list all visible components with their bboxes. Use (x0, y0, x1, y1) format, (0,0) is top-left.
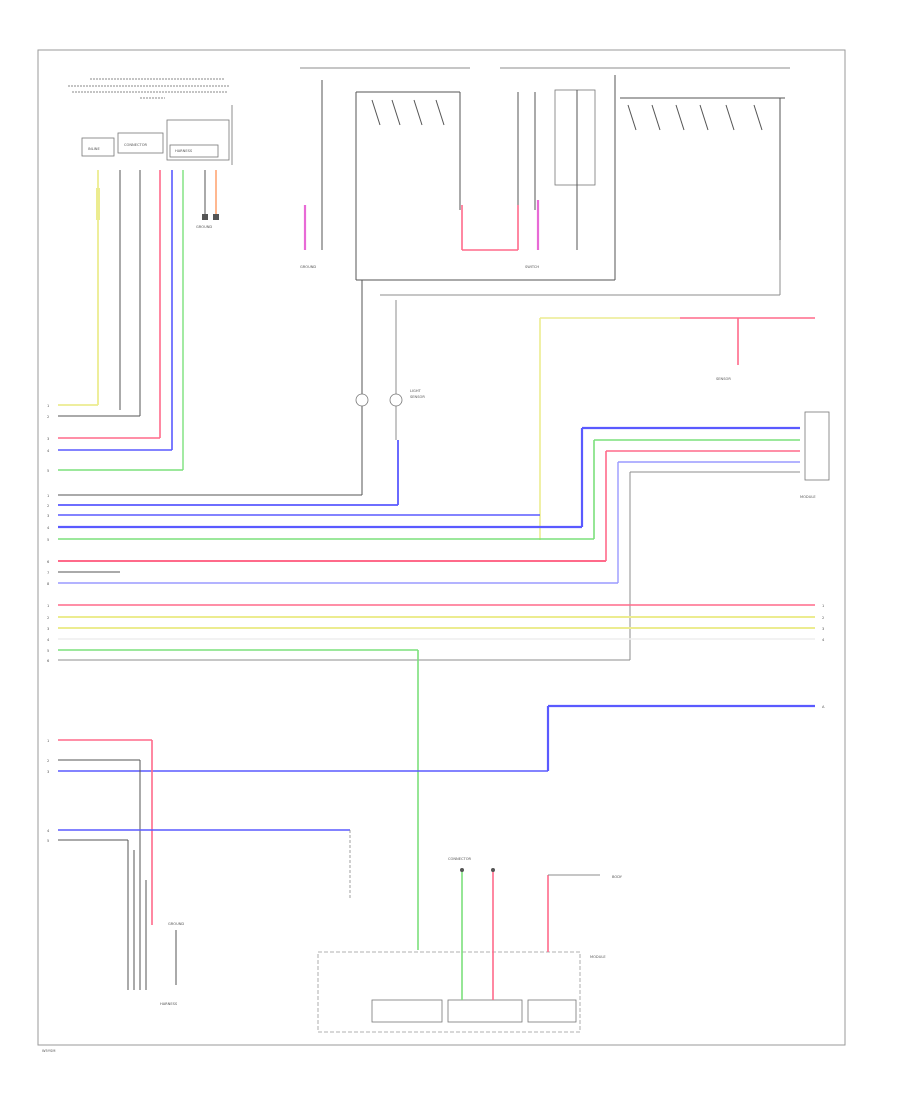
svg-text:3: 3 (47, 627, 49, 631)
svg-text:2: 2 (47, 504, 49, 508)
svg-text:4: 4 (47, 449, 50, 453)
svg-text:A: A (822, 705, 825, 709)
svg-text:SWITCH: SWITCH (525, 265, 539, 269)
svg-text:8: 8 (47, 582, 50, 586)
bottom-module: CONNECTOR MODULE BODY (317, 857, 623, 1033)
svg-text:4: 4 (47, 638, 50, 642)
svg-text:4: 4 (47, 526, 50, 530)
svg-text:1: 1 (47, 404, 49, 408)
svg-text:3: 3 (47, 514, 49, 518)
svg-text:5: 5 (47, 839, 49, 843)
lamp-and-sensor: LIGHT SENSOR (355, 280, 425, 505)
svg-text:2: 2 (822, 616, 824, 620)
center-top-colored-wires: GROUND SWITCH (300, 200, 539, 269)
left-connector-A: 1 2 3 4 5 (47, 404, 183, 473)
svg-text:CONNECTOR: CONNECTOR (124, 143, 148, 147)
svg-text:MODULE: MODULE (590, 955, 606, 959)
svg-text:SENSOR: SENSOR (410, 395, 425, 399)
center-top-switch-block (300, 67, 790, 296)
svg-text:4: 4 (822, 638, 825, 642)
svg-text:GROUND: GROUND (168, 922, 184, 926)
lower-bus-lines: 1 2 3 4 5 6 1 2 3 4 (47, 604, 825, 663)
svg-text:1: 1 (47, 604, 49, 608)
lower-left-harness: 1 2 3 4 5 GROUND HARNESS (47, 739, 351, 1006)
svg-text:2: 2 (47, 415, 49, 419)
top-left-connectors: INLINE CONNECTOR HARNESS (81, 105, 233, 165)
svg-text:2: 2 (47, 616, 49, 620)
svg-text:1: 1 (47, 739, 49, 743)
svg-text:2: 2 (47, 759, 49, 763)
svg-text:3: 3 (47, 770, 49, 774)
svg-text:3: 3 (47, 437, 49, 441)
svg-text:HARNESS: HARNESS (160, 1002, 178, 1006)
svg-text:5: 5 (47, 649, 49, 653)
top-left-vertical-wires: GROUND (96, 170, 219, 470)
svg-text:LIGHT: LIGHT (410, 389, 422, 393)
svg-text:4: 4 (47, 829, 50, 833)
right-sensor-wire: SENSOR (539, 317, 815, 540)
left-connector-B-pins: 1 2 3 4 5 6 7 8 (47, 494, 50, 586)
svg-text:3: 3 (822, 627, 824, 631)
svg-text:1: 1 (822, 604, 824, 608)
svg-text:6: 6 (47, 560, 50, 564)
top-left-module-labels (68, 78, 230, 99)
svg-text:INLINE: INLINE (88, 147, 100, 151)
svg-text:5: 5 (47, 538, 49, 542)
svg-text:1: 1 (47, 494, 49, 498)
svg-text:5: 5 (47, 469, 49, 473)
svg-text:HARNESS: HARNESS (175, 149, 193, 153)
svg-text:SENSOR: SENSOR (716, 377, 731, 381)
svg-text:CONNECTOR: CONNECTOR (448, 857, 472, 861)
diagram-frame (37, 49, 846, 1046)
svg-text:MODULE: MODULE (800, 495, 816, 499)
svg-text:6: 6 (47, 659, 50, 663)
svg-text:GROUND: GROUND (300, 265, 316, 269)
svg-text:7: 7 (47, 571, 49, 575)
footer-code: W5YSM (42, 1049, 55, 1053)
svg-text:GROUND: GROUND (196, 225, 212, 229)
middle-bus-lines: MODULE (58, 411, 830, 660)
svg-text:BODY: BODY (612, 875, 623, 879)
